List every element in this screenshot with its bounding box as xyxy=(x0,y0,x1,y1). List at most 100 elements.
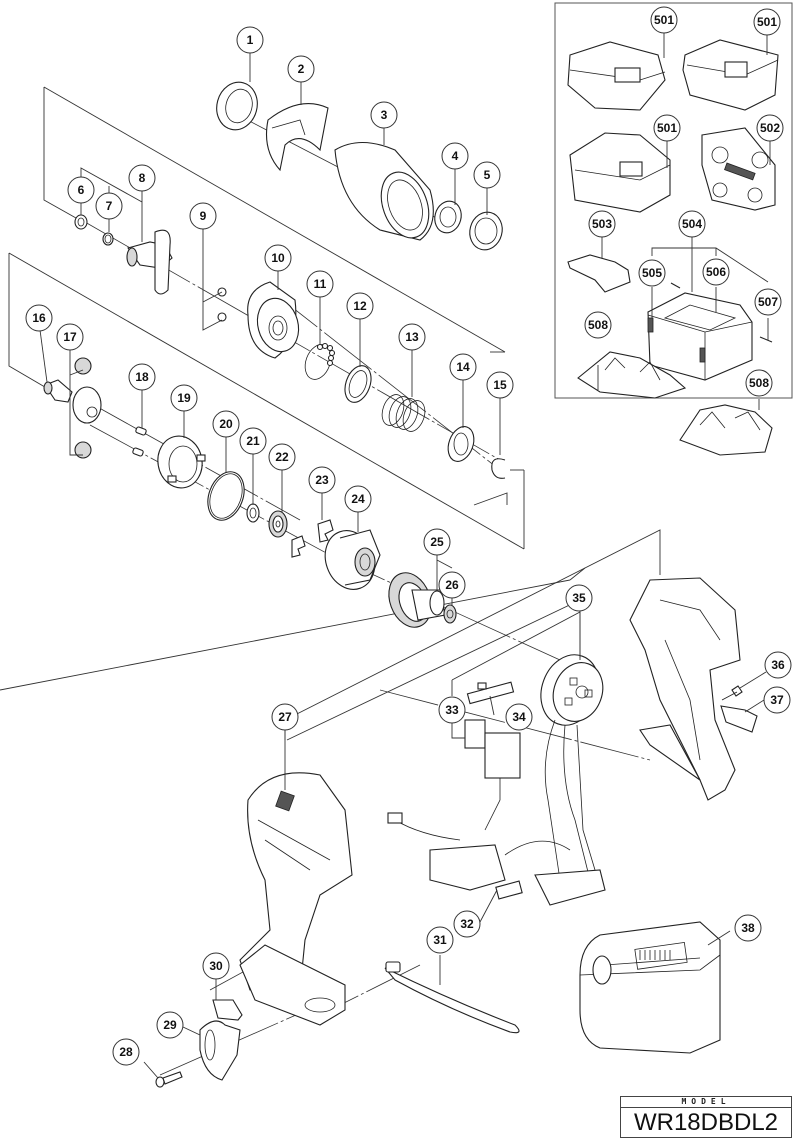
callout-36[interactable]: 36 xyxy=(764,651,792,679)
callout-9[interactable]: 9 xyxy=(189,202,217,230)
acc-503-inner-tray xyxy=(567,254,631,293)
callout-508-a[interactable]: 508 xyxy=(584,311,612,339)
part-16-spindle xyxy=(43,379,73,403)
callout-18[interactable]: 18 xyxy=(128,363,156,391)
part-35-stator xyxy=(540,654,604,881)
callout-505[interactable]: 505 xyxy=(638,259,666,287)
callout-3[interactable]: 3 xyxy=(370,101,398,129)
model-value: WR18DBDL2 xyxy=(633,1109,779,1136)
svg-text:28: 28 xyxy=(119,1045,133,1059)
part-2-hammer-case-cover xyxy=(265,103,329,172)
svg-text:4: 4 xyxy=(452,149,459,163)
acc-508-inner-tray-a xyxy=(577,351,687,399)
acc-501-charger-b xyxy=(682,39,779,111)
svg-text:508: 508 xyxy=(749,376,769,390)
callout-37[interactable]: 37 xyxy=(763,686,791,714)
svg-text:32: 32 xyxy=(460,917,474,931)
callout-20[interactable]: 20 xyxy=(212,410,240,438)
callout-24[interactable]: 24 xyxy=(344,485,372,513)
part-5-washer xyxy=(469,211,503,251)
callout-38[interactable]: 38 xyxy=(734,914,762,942)
svg-text:505: 505 xyxy=(642,266,662,280)
callout-27[interactable]: 27 xyxy=(271,703,299,731)
callout-1[interactable]: 1 xyxy=(236,26,264,54)
part-36-tapping-screw xyxy=(721,685,743,701)
part-23-dampers xyxy=(291,519,334,558)
callout-2[interactable]: 2 xyxy=(287,55,315,83)
svg-text:8: 8 xyxy=(139,171,146,185)
callout-26[interactable]: 26 xyxy=(438,571,466,599)
svg-text:1: 1 xyxy=(247,33,254,47)
callout-34[interactable]: 34 xyxy=(505,703,533,731)
part-9-steel-balls xyxy=(202,228,227,331)
svg-text:20: 20 xyxy=(219,417,233,431)
part-8-anvil xyxy=(126,229,173,295)
part-24-gear-case xyxy=(324,529,381,590)
svg-text:503: 503 xyxy=(592,217,612,231)
callouts: 1 2 3 4 5 6 7 8 9 10 11 12 13 14 15 16 1… xyxy=(25,6,792,1066)
svg-text:10: 10 xyxy=(271,251,285,265)
part-19-internal-gear xyxy=(157,435,206,489)
callout-35[interactable]: 35 xyxy=(565,584,593,612)
acc-507-pin xyxy=(670,282,773,343)
part-14-washer xyxy=(447,426,475,462)
callout-502[interactable]: 502 xyxy=(756,114,784,142)
part-28-screw xyxy=(155,1071,183,1088)
model-box: MODEL WR18DBDL2 xyxy=(620,1096,792,1138)
callout-15[interactable]: 15 xyxy=(486,371,514,399)
svg-text:7: 7 xyxy=(106,199,113,213)
callout-28[interactable]: 28 xyxy=(112,1038,140,1066)
svg-text:31: 31 xyxy=(433,933,447,947)
callout-501-c[interactable]: 501 xyxy=(653,114,681,142)
part-32-label xyxy=(495,880,523,900)
svg-text:25: 25 xyxy=(430,535,444,549)
callout-6[interactable]: 6 xyxy=(67,176,95,204)
callout-31[interactable]: 31 xyxy=(426,926,454,954)
part-17-idle-gears xyxy=(72,357,102,459)
callout-22[interactable]: 22 xyxy=(268,443,296,471)
svg-text:17: 17 xyxy=(63,330,77,344)
callout-506[interactable]: 506 xyxy=(702,258,730,286)
callout-17[interactable]: 17 xyxy=(56,323,84,351)
callout-508-b[interactable]: 508 xyxy=(745,369,773,397)
callout-32[interactable]: 32 xyxy=(453,910,481,938)
part-26-ball-bearing xyxy=(443,604,457,624)
callout-12[interactable]: 12 xyxy=(346,292,374,320)
callout-501-b[interactable]: 501 xyxy=(753,8,781,36)
svg-text:14: 14 xyxy=(456,360,470,374)
part-11-steel-balls xyxy=(304,342,336,380)
svg-text:30: 30 xyxy=(209,959,223,973)
svg-text:502: 502 xyxy=(760,121,780,135)
assembly-outline-lines xyxy=(0,86,661,741)
callout-10[interactable]: 10 xyxy=(264,244,292,272)
callout-19[interactable]: 19 xyxy=(170,384,198,412)
callout-504[interactable]: 504 xyxy=(678,210,706,238)
part-12-washer xyxy=(344,365,372,403)
svg-text:23: 23 xyxy=(315,473,329,487)
callout-23[interactable]: 23 xyxy=(308,466,336,494)
callout-4[interactable]: 4 xyxy=(441,142,469,170)
callout-5[interactable]: 5 xyxy=(473,161,501,189)
callout-25[interactable]: 25 xyxy=(423,528,451,556)
part-22-ball-bearing xyxy=(268,510,288,538)
part-13-spring xyxy=(381,394,426,432)
callout-501-a[interactable]: 501 xyxy=(650,6,678,34)
callout-14[interactable]: 14 xyxy=(449,353,477,381)
callout-503[interactable]: 503 xyxy=(588,210,616,238)
svg-text:38: 38 xyxy=(741,921,755,935)
callout-30[interactable]: 30 xyxy=(202,952,230,980)
svg-text:11: 11 xyxy=(314,277,327,291)
callout-33[interactable]: 33 xyxy=(438,696,466,724)
callout-507[interactable]: 507 xyxy=(754,288,782,316)
callout-16[interactable]: 16 xyxy=(25,304,53,332)
callout-13[interactable]: 13 xyxy=(398,323,426,351)
callout-8[interactable]: 8 xyxy=(128,164,156,192)
part-10-hammer xyxy=(247,281,300,359)
callout-7[interactable]: 7 xyxy=(95,192,123,220)
callout-21[interactable]: 21 xyxy=(239,427,267,455)
callout-29[interactable]: 29 xyxy=(156,1011,184,1039)
part-1-ring xyxy=(216,81,258,131)
callout-11[interactable]: 11 xyxy=(306,270,334,298)
wire-harness xyxy=(387,812,606,906)
